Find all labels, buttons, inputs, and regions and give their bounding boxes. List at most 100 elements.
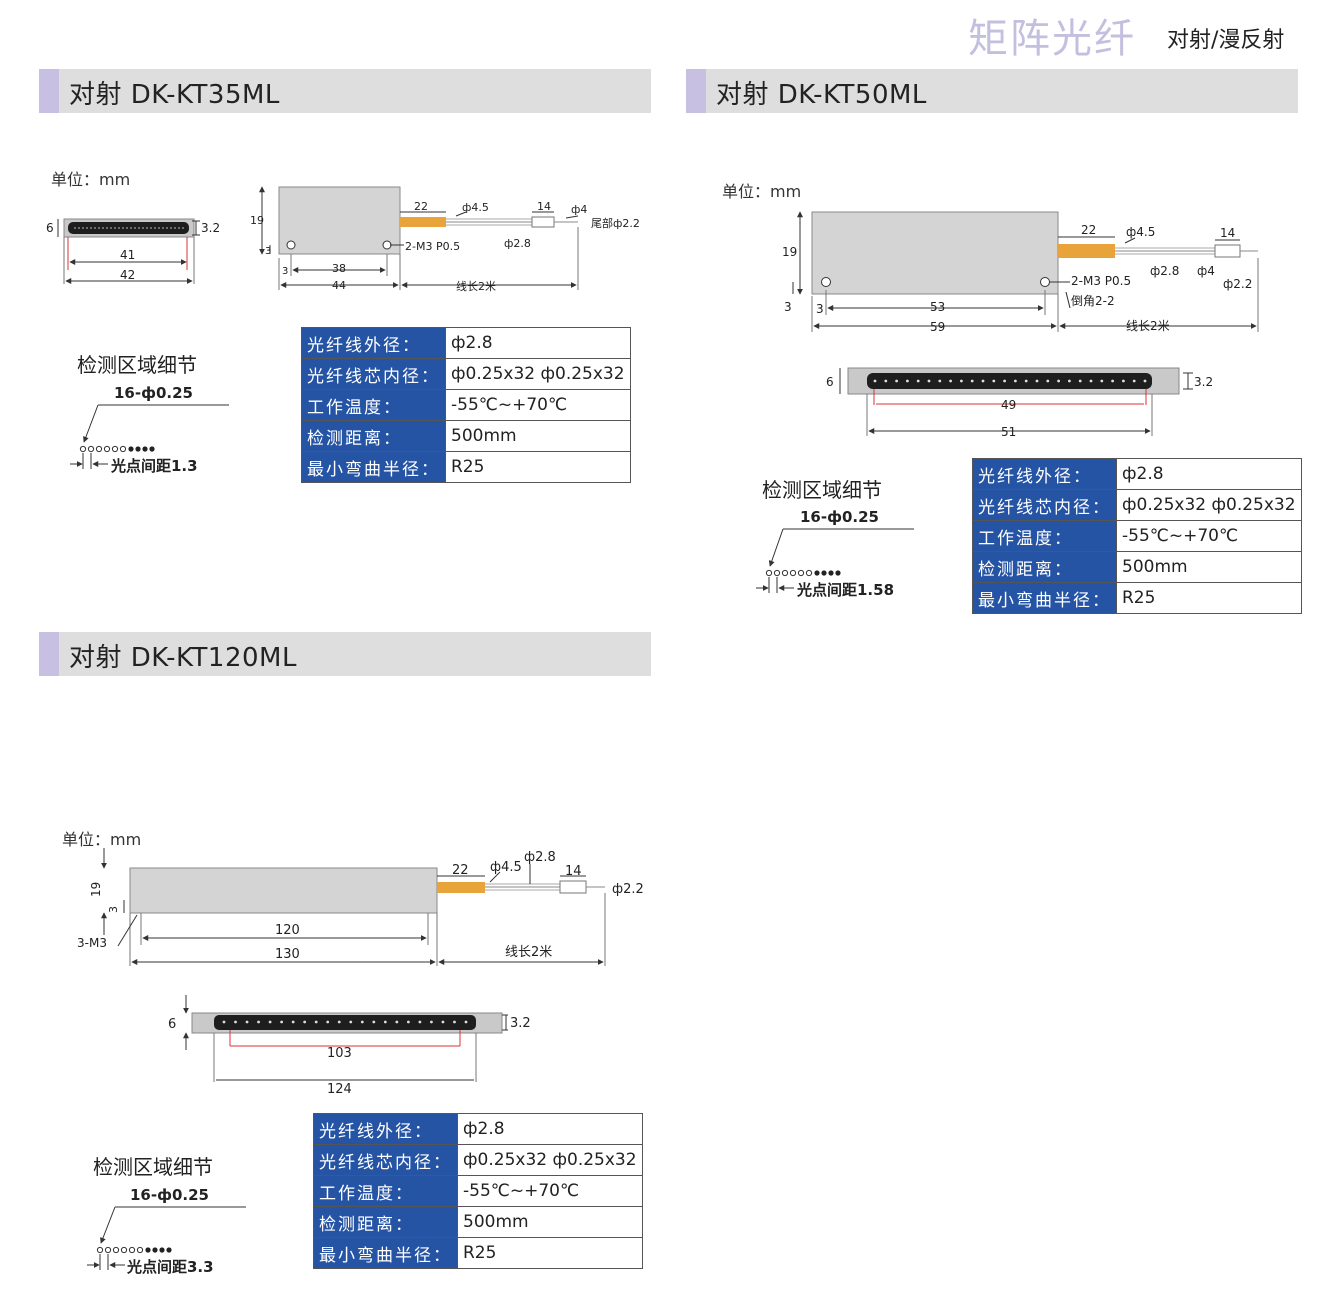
- spec-label: 工作温度：: [313, 1175, 458, 1207]
- spec-label: 光纤线芯内径：: [313, 1144, 458, 1176]
- s3-dim-130: 130: [275, 947, 300, 962]
- s3-dim-phi2.2: ф2.2: [612, 882, 644, 897]
- spec-value: R25: [1116, 582, 1302, 614]
- spec-value: R25: [457, 1237, 643, 1269]
- unit-label-3: 单位：mm: [62, 830, 142, 849]
- section-title-bar-3: 对射 DK-KT120ML: [39, 632, 651, 676]
- s3-dim-14: 14: [565, 864, 582, 879]
- s1-dim-44: 44: [332, 279, 346, 292]
- table-row: 最小弯曲半径：R25: [313, 1237, 643, 1269]
- s1-dim-6: 6: [46, 221, 54, 235]
- fiber-dot: [938, 379, 942, 383]
- s3-dim-holes: 3-M3: [77, 936, 107, 950]
- s2-dim-phi2.2: ф2.2: [1223, 277, 1252, 291]
- spec-value: ф2.8: [457, 1113, 643, 1145]
- fiber-dot: [1024, 379, 1028, 383]
- fiber-dot: [1035, 379, 1039, 383]
- table-row: 光纤线外径：ф2.8: [301, 327, 631, 359]
- s2-dim-chamfer: 倒角2-2: [1071, 294, 1115, 308]
- s1-detail-pitch: 光点间距1.3: [111, 457, 198, 475]
- s3-dim-103: 103: [327, 1046, 352, 1061]
- table-row: 光纤线芯内径：ф0.25x32 ф0.25x32: [972, 489, 1302, 521]
- fiber-dot: [303, 1020, 307, 1024]
- s2-dim-3-left: 3: [816, 302, 824, 316]
- s3-dim-6: 6: [168, 1017, 176, 1032]
- s2-detail-diagram: [756, 528, 914, 593]
- fiber-dot: [268, 1020, 272, 1024]
- s3-fiber-dots: [222, 1020, 468, 1024]
- table-row: 光纤线外径：ф2.8: [313, 1113, 643, 1145]
- s3-dim-cable: 线长2米: [505, 945, 552, 960]
- s1-dim-3-top: 3: [265, 246, 271, 257]
- s3-detail-hole: 16-ф0.25: [130, 1186, 209, 1204]
- fiber-dot: [245, 1020, 249, 1024]
- s1-dim-holes: 2-M3 P0.5: [405, 240, 460, 253]
- fiber-dot: [222, 1020, 226, 1024]
- fiber-dot: [1111, 379, 1114, 383]
- table-row: 检测距离：500mm: [313, 1206, 643, 1238]
- fiber-dot: [1132, 379, 1136, 383]
- fiber-dot: [873, 379, 877, 383]
- s2-dim-19: 19: [782, 245, 797, 259]
- table-row: 工作温度：-55℃~+70℃: [972, 520, 1302, 552]
- unit-label-1: 单位：mm: [51, 170, 131, 189]
- s1-spec-table: 光纤线外径：ф2.8 光纤线芯内径：ф0.25x32 ф0.25x32 工作温度…: [301, 327, 631, 483]
- s2-detail-pitch: 光点间距1.58: [797, 581, 895, 599]
- s2-dim-49: 49: [1001, 398, 1016, 412]
- s2-dim-phi4.5: ф4.5: [1126, 225, 1155, 239]
- section-title-bar-2: 对射 DK-KT50ML: [686, 69, 1298, 113]
- fiber-dot: [337, 1020, 341, 1024]
- s1-dim-phi4: ф4: [571, 203, 587, 216]
- s2-dim-51: 51: [1001, 425, 1016, 439]
- table-row: 光纤线外径：ф2.8: [972, 458, 1302, 490]
- fiber-dot: [992, 379, 996, 383]
- s1-dim-phi2.8: ф2.8: [504, 237, 531, 250]
- spec-label: 最小弯曲半径：: [972, 582, 1117, 614]
- section-title-2: 对射 DK-KT50ML: [716, 80, 927, 110]
- section-title-bar-1: 对射 DK-KT35ML: [39, 69, 651, 113]
- s3-detail-title: 检测区域细节: [93, 1155, 213, 1179]
- s1-detail-title: 检测区域细节: [77, 353, 197, 377]
- spec-label: 工作温度：: [972, 520, 1117, 552]
- s2-fiber-dots: [873, 379, 1147, 383]
- s3-dim-3.2: 3.2: [510, 1016, 531, 1031]
- s3-side-view: [101, 848, 606, 966]
- fiber-dot: [1143, 379, 1147, 383]
- s3-dim-22: 22: [452, 863, 469, 878]
- fiber-dot: [1078, 379, 1082, 383]
- s2-dim-22: 22: [1081, 223, 1096, 237]
- spec-value: 500mm: [445, 420, 631, 452]
- fiber-dot: [418, 1020, 422, 1024]
- fiber-dot: [906, 379, 909, 383]
- s3-dim-3: 3: [107, 906, 120, 913]
- s3-dim-124: 124: [327, 1082, 352, 1097]
- fiber-dot: [960, 379, 963, 383]
- s1-dim-38: 38: [332, 262, 346, 275]
- s2-dim-53: 53: [930, 300, 945, 314]
- section-title-3: 对射 DK-KT120ML: [69, 643, 297, 673]
- s2-detail-title: 检测区域细节: [762, 478, 882, 502]
- s3-dim-19: 19: [89, 882, 103, 897]
- fiber-dot: [1014, 379, 1017, 383]
- s1-dim-3-left: 3: [282, 266, 288, 277]
- s1-detail-hole: 16-ф0.25: [114, 384, 193, 402]
- s1-dim-42: 42: [120, 268, 135, 282]
- fiber-dot: [1100, 379, 1104, 383]
- fiber-dot: [234, 1020, 237, 1024]
- spec-label: 光纤线芯内径：: [301, 358, 446, 390]
- table-row: 最小弯曲半径：R25: [301, 451, 631, 483]
- s2-dim-14: 14: [1220, 226, 1235, 240]
- spec-label: 最小弯曲半径：: [301, 451, 446, 483]
- spec-label: 检测距离：: [301, 420, 446, 452]
- table-row: 工作温度：-55℃~+70℃: [313, 1175, 643, 1207]
- spec-value: R25: [445, 451, 631, 483]
- s1-side-view: [259, 186, 579, 290]
- fiber-dot: [349, 1020, 353, 1024]
- fiber-dot: [257, 1020, 260, 1024]
- fiber-dot: [464, 1020, 468, 1024]
- s2-dim-3-top: 3: [784, 300, 792, 314]
- s1-dim-14: 14: [537, 200, 551, 213]
- fiber-dot: [372, 1020, 376, 1024]
